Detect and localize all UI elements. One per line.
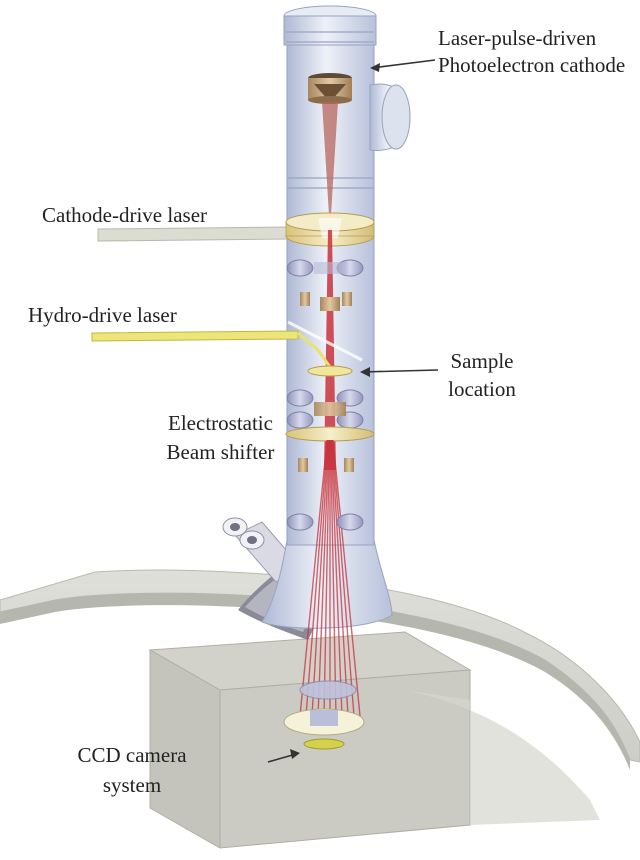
label-sample-line1: Sample: [450, 349, 514, 373]
aperture-blocks-upper: [300, 292, 352, 311]
label-ccd-line2: system: [102, 773, 162, 797]
hydro-drive-laser: [91, 330, 332, 368]
diffraction-ray: [323, 439, 331, 717]
cathode-drive-laser-beam: [97, 226, 291, 242]
diffraction-rays: [299, 439, 361, 717]
arrowhead-cathode: [370, 63, 380, 72]
diffraction-ray: [329, 439, 337, 717]
column-top: [283, 15, 377, 46]
diffraction-ray: [331, 439, 349, 717]
condenser-lens-1: [286, 259, 364, 277]
photoelectron-cathode: [308, 73, 352, 104]
aperture-blocks-lower: [298, 458, 354, 472]
arrowhead-ccd: [290, 749, 300, 759]
diffraction-ray: [311, 439, 329, 717]
label-beam-line1: Electrostatic: [168, 411, 273, 435]
diffraction-ray: [332, 439, 361, 717]
table-overlap: [405, 690, 600, 825]
label-hydro-drive-laser: Hydro-drive laser: [28, 303, 177, 327]
sample-plate: [307, 365, 353, 377]
mirror-plate: [287, 320, 363, 362]
table-edge: [0, 593, 630, 770]
objective-lens: [286, 389, 364, 429]
label-cathode-line1: Laser-pulse-driven: [438, 26, 597, 50]
projector-lens: [286, 513, 364, 531]
beam-shifter-ring: [285, 426, 375, 442]
label-cathode-line2: Photoelectron cathode: [438, 53, 626, 77]
ccd-detector-stack: [283, 680, 365, 750]
label-cathode-drive-laser: Cathode-drive laser: [42, 203, 208, 227]
diffraction-ray: [331, 439, 355, 717]
label-beam-line2: Beam shifter: [166, 440, 275, 464]
diffraction-ray: [299, 439, 328, 717]
label-sample-line2: location: [448, 377, 516, 401]
label-ccd-line1: CCD camera: [77, 743, 187, 767]
arrowhead-sample: [360, 367, 370, 377]
diffraction-ray: [317, 439, 330, 717]
diffraction-ray: [305, 439, 329, 717]
diffraction-ray: [330, 439, 343, 717]
cathode-beam-cone: [322, 102, 338, 215]
cathode-side-port: [369, 83, 411, 151]
